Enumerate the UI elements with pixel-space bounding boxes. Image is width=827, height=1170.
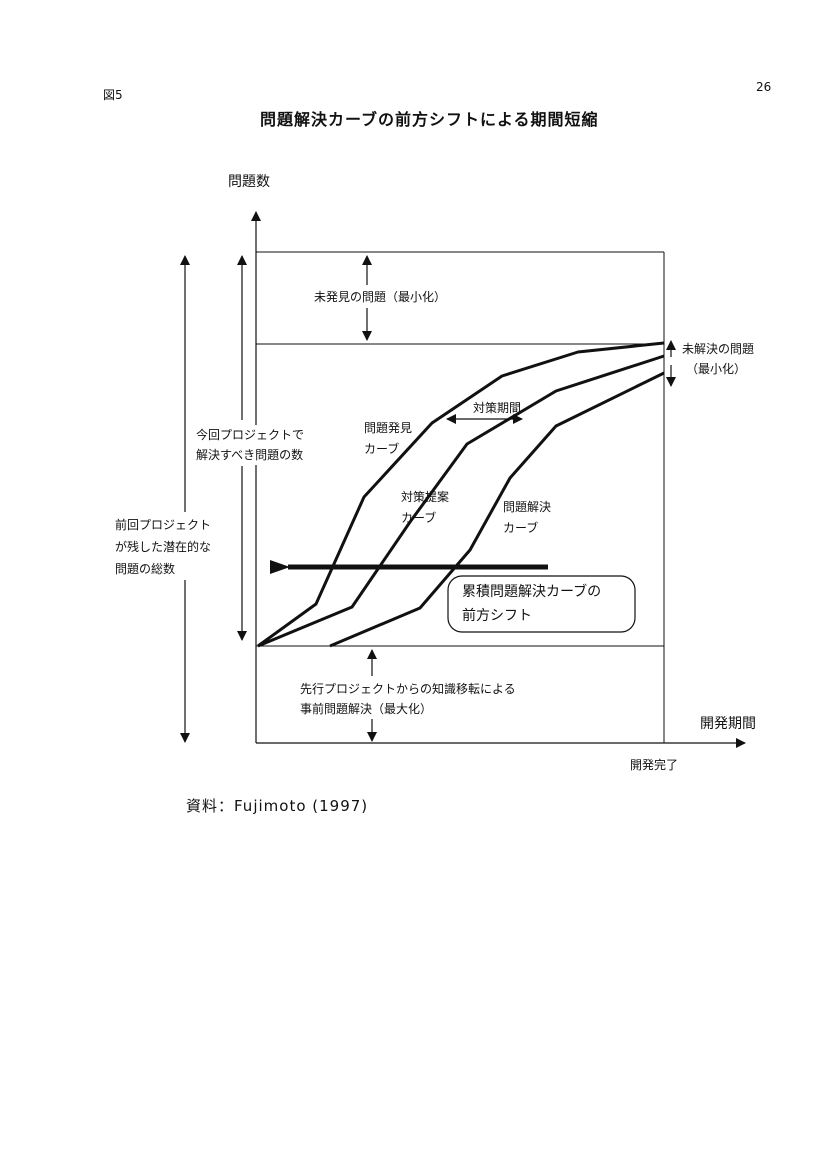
- unsolved-label-line1: 未解決の問題: [682, 342, 755, 356]
- proposal-curve: [257, 354, 665, 648]
- discovery-curve-label-line1: 問題発見: [364, 421, 413, 435]
- proposal-curve-label-line1: 対策提案: [401, 490, 450, 504]
- figure-label: 図5: [103, 88, 123, 102]
- proposal-curve-label-line2: カーブ: [401, 511, 437, 525]
- forward-shift-box: [447, 575, 636, 633]
- x-axis-label: 開発期間: [700, 716, 756, 732]
- transfer-label-line1: 先行プロジェクトからの知識移転による: [300, 682, 516, 696]
- unsolved-label-line2: （最小化）: [686, 362, 747, 376]
- forward-shift-label-line2: 前方シフト: [462, 608, 532, 624]
- prev-project-label-line3: 問題の総数: [115, 559, 176, 579]
- page-title: 問題解決カーブの前方シフトによる期間短縮: [260, 110, 599, 129]
- discovery-curve: [257, 341, 665, 648]
- this-project-label-line1: 今回プロジェクトで: [196, 425, 305, 445]
- solving-curve-label-line2: カーブ: [503, 521, 539, 535]
- forward-shift-label-line1: 累積問題解決カーブの: [462, 584, 602, 600]
- prev-project-label-line1: 前回プロジェクト: [115, 515, 212, 535]
- page-number: 26: [756, 80, 772, 94]
- countermeasure-period-label: 対策期間: [473, 401, 522, 415]
- transfer-label-line2: 事前問題解決（最大化）: [300, 699, 433, 719]
- solving-curve-label-line1: 問題解決: [503, 500, 552, 514]
- prev-project-label-line2: が残した潜在的な: [115, 537, 212, 557]
- undiscovered-label: 未発見の問題（最小化）: [314, 287, 447, 307]
- source-citation: 資料：Fujimoto (1997): [186, 797, 369, 815]
- discovery-curve-label-line2: カーブ: [364, 442, 400, 456]
- this-project-label-line2: 解決すべき問題の数: [196, 445, 304, 465]
- solving-curve: [329, 371, 665, 648]
- y-axis-label: 問題数: [228, 174, 270, 190]
- x-end-label: 開発完了: [630, 758, 679, 772]
